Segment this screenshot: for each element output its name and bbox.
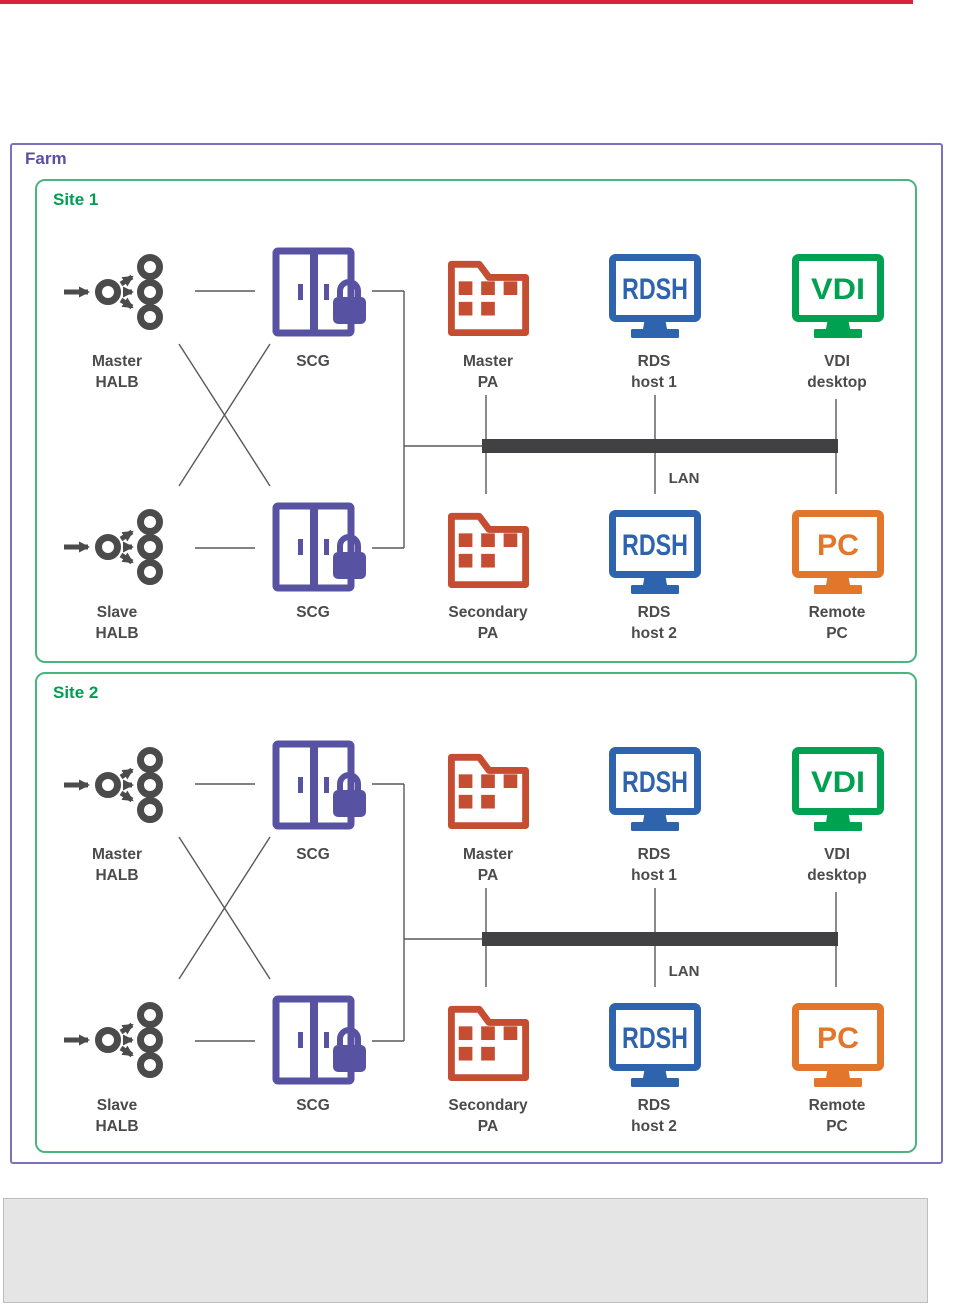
node-label-slave-halb: Slave HALB: [95, 604, 139, 642]
lan-label: LAN: [668, 470, 700, 487]
vdi-screen-text: VDI: [811, 766, 865, 799]
farm-label: Farm: [25, 149, 67, 168]
halb-icon: [62, 252, 167, 332]
rdsh-screen-text: RDSH: [622, 529, 688, 562]
halb-icon: [62, 745, 167, 825]
node-label-scg-bottom: SCG: [296, 1097, 330, 1114]
vdi-screen-text: VDI: [811, 273, 865, 306]
node-label-scg-top: SCG: [296, 846, 330, 863]
site-2-label: Site 2: [53, 683, 99, 702]
node-label-slave-halb: Slave HALB: [95, 1097, 139, 1135]
rdsh-screen-text: RDSH: [622, 766, 688, 799]
node-label-scg-bottom: SCG: [296, 604, 330, 621]
pa-folder-icon: [447, 507, 530, 589]
node-label-rds-host1: RDS host 1: [631, 846, 677, 884]
node-label-remote-pc: Remote PC: [808, 604, 866, 642]
node-label-rds-host1: RDS host 1: [631, 353, 677, 391]
node-label-secondary-pa: Secondary PA: [448, 604, 528, 642]
rdsh-screen-text: RDSH: [622, 1022, 688, 1055]
pa-folder-icon: [447, 748, 530, 830]
node-label-rds-host2: RDS host 2: [631, 1097, 677, 1135]
vdi-monitor-icon: VDI: [792, 747, 884, 835]
node-label-remote-pc: Remote PC: [808, 1097, 866, 1135]
halb-icon: [62, 1000, 167, 1080]
rdsh-screen-text: RDSH: [622, 273, 688, 306]
lan-label: LAN: [668, 963, 700, 980]
scg-gateway-icon: [272, 740, 372, 830]
scg-gateway-icon: [272, 247, 372, 337]
pc-screen-text: PC: [817, 529, 859, 562]
scg-gateway-icon: [272, 995, 372, 1085]
pa-folder-icon: [447, 255, 530, 337]
node-label-vdi-desktop: VDI desktop: [807, 353, 867, 391]
scg-gateway-icon: [272, 502, 372, 592]
rdsh-monitor-icon: RDSH: [609, 1003, 701, 1091]
site-1-label: Site 1: [53, 190, 99, 209]
node-label-master-pa: Master PA: [463, 353, 513, 391]
node-label-vdi-desktop: VDI desktop: [807, 846, 867, 884]
site-2-box: Site 2 RDSH VDI RDSH PC Master HALB SCG …: [35, 672, 917, 1153]
halb-icon: [62, 507, 167, 587]
rdsh-monitor-icon: RDSH: [609, 254, 701, 342]
top-accent-bar: [0, 0, 913, 4]
node-label-secondary-pa: Secondary PA: [448, 1097, 528, 1135]
pa-folder-icon: [447, 1000, 530, 1082]
vdi-monitor-icon: VDI: [792, 254, 884, 342]
node-label-master-pa: Master PA: [463, 846, 513, 884]
pc-monitor-icon: PC: [792, 510, 884, 598]
pc-monitor-icon: PC: [792, 1003, 884, 1091]
site-1-box: Site 1 RDSH VDI RDSH PC Master HALB SCG …: [35, 179, 917, 663]
footer-panel: [3, 1198, 928, 1303]
node-label-master-halb: Master HALB: [92, 846, 142, 884]
rdsh-monitor-icon: RDSH: [609, 510, 701, 598]
node-label-master-halb: Master HALB: [92, 353, 142, 391]
node-label-rds-host2: RDS host 2: [631, 604, 677, 642]
rdsh-monitor-icon: RDSH: [609, 747, 701, 835]
pc-screen-text: PC: [817, 1022, 859, 1055]
node-label-scg-top: SCG: [296, 353, 330, 370]
